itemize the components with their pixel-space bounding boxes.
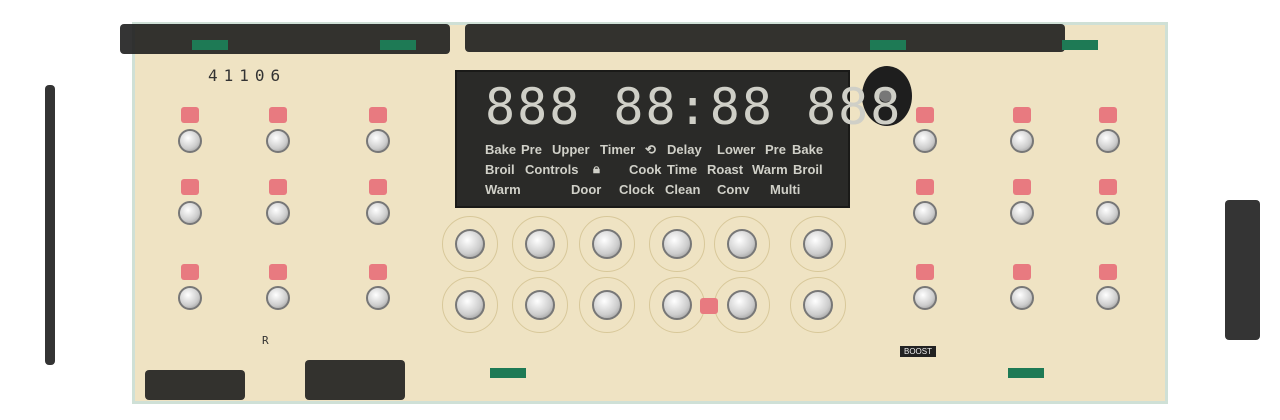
button-ring: [512, 277, 568, 333]
keypad-button[interactable]: [1010, 201, 1034, 225]
keypad-button[interactable]: [662, 229, 692, 259]
led-indicator: [181, 264, 199, 280]
tape-residue: [145, 370, 245, 400]
keypad-button[interactable]: [1096, 286, 1120, 310]
keypad-button[interactable]: [592, 290, 622, 320]
ann-upper: Upper: [552, 142, 590, 157]
led-indicator: [181, 179, 199, 195]
ann-broil-2: Broil: [793, 162, 823, 177]
keypad-button[interactable]: [525, 229, 555, 259]
keypad-button[interactable]: [178, 286, 202, 310]
led-indicator: [916, 179, 934, 195]
keypad-button[interactable]: [1096, 129, 1120, 153]
button-ring: [442, 216, 498, 272]
keypad-button[interactable]: [366, 201, 390, 225]
tape-residue: [305, 360, 405, 400]
ann-timer: Timer: [600, 142, 636, 157]
connector: [490, 368, 526, 378]
keypad-button[interactable]: [1010, 129, 1034, 153]
led-indicator: [1013, 179, 1031, 195]
button-ring: [442, 277, 498, 333]
keypad-button[interactable]: [366, 286, 390, 310]
keypad-button[interactable]: [455, 290, 485, 320]
keypad-button[interactable]: [266, 129, 290, 153]
buzzer: [862, 66, 912, 126]
keypad-button[interactable]: [266, 201, 290, 225]
button-ring: [649, 216, 705, 272]
corner-label: R: [262, 334, 269, 347]
keypad-button[interactable]: [366, 129, 390, 153]
led-indicator: [269, 107, 287, 123]
lock-icon: 🔒︎: [593, 161, 600, 176]
boost-label: BOOST: [900, 346, 937, 357]
button-ring: [512, 216, 568, 272]
connector: [1008, 368, 1044, 378]
keypad-button[interactable]: [592, 229, 622, 259]
button-ring: [714, 216, 770, 272]
ann-controls: Controls: [525, 162, 579, 177]
ann-pre: Pre: [521, 142, 542, 157]
connector: [870, 40, 906, 50]
keypad-button[interactable]: [178, 201, 202, 225]
led-indicator: [1099, 107, 1117, 123]
ann-bake: Bake: [485, 142, 517, 157]
keypad-button[interactable]: [1096, 201, 1120, 225]
led-indicator: [916, 107, 934, 123]
keypad-button[interactable]: [727, 229, 757, 259]
button-ring: [790, 216, 846, 272]
ann-warm-2: Warm: [485, 182, 521, 197]
tape-residue: [45, 85, 55, 365]
led-indicator: [369, 107, 387, 123]
timer-icon: ⟲: [645, 142, 656, 157]
keypad-button[interactable]: [455, 229, 485, 259]
keypad-button[interactable]: [803, 229, 833, 259]
button-ring: [790, 277, 846, 333]
keypad-button[interactable]: [178, 129, 202, 153]
tape-residue: [465, 24, 1065, 52]
ann-multi: Multi: [770, 182, 801, 197]
led-indicator: [916, 264, 934, 280]
led-indicator: [269, 264, 287, 280]
ann-time: Time: [667, 162, 698, 177]
button-ring: [579, 277, 635, 333]
led-indicator: [181, 107, 199, 123]
keypad-button[interactable]: [727, 290, 757, 320]
connector: [192, 40, 228, 50]
keypad-button[interactable]: [913, 129, 937, 153]
keypad-button[interactable]: [1010, 286, 1034, 310]
ann-cook: Cook: [629, 162, 662, 177]
keypad-button[interactable]: [913, 201, 937, 225]
ann-conv: Conv: [717, 182, 750, 197]
led-indicator: [1099, 179, 1117, 195]
keypad-button[interactable]: [913, 286, 937, 310]
led-indicator: [1099, 264, 1117, 280]
vfd-display: 888 88:88 888 Bake Pre Upper Timer ⟲ Del…: [455, 70, 900, 208]
led-indicator: [1013, 264, 1031, 280]
button-ring: [579, 216, 635, 272]
keypad-button[interactable]: [803, 290, 833, 320]
connector: [380, 40, 416, 50]
ann-pre-2: Pre: [765, 142, 786, 157]
tape-residue: [1225, 200, 1260, 340]
ann-lower: Lower: [717, 142, 756, 157]
led-indicator: [1013, 107, 1031, 123]
ann-bake-2: Bake: [792, 142, 824, 157]
ann-broil: Broil: [485, 162, 515, 177]
ann-roast: Roast: [707, 162, 744, 177]
led-indicator: [369, 179, 387, 195]
led-indicator: [700, 298, 718, 314]
ann-clean: Clean: [665, 182, 701, 197]
keypad-button[interactable]: [266, 286, 290, 310]
keypad-button[interactable]: [662, 290, 692, 320]
keypad-button[interactable]: [525, 290, 555, 320]
digit-readout: 888 88:88 888: [485, 78, 903, 136]
ann-delay: Delay: [667, 142, 702, 157]
connector: [1062, 40, 1098, 50]
led-indicator: [369, 264, 387, 280]
ann-clock: Clock: [619, 182, 655, 197]
ann-warm: Warm: [752, 162, 788, 177]
board-label: 41106: [208, 66, 287, 85]
ann-door: Door: [571, 182, 602, 197]
led-indicator: [269, 179, 287, 195]
